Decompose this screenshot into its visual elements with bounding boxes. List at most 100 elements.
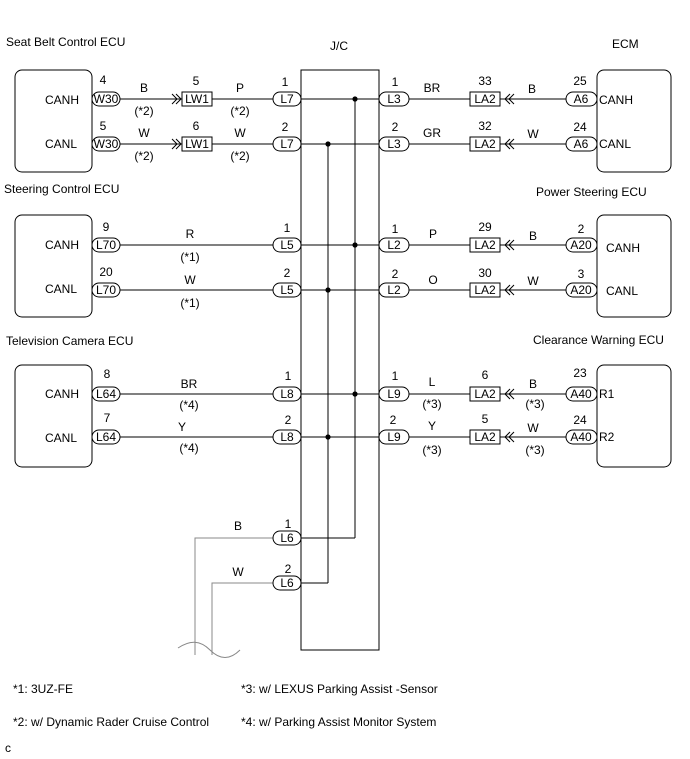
steering-canl-wire-note: (*1) [180, 296, 199, 310]
steering-canh-pin: CANH [45, 238, 79, 252]
a20-connector-l [565, 282, 598, 298]
l9-h-pin-number: 1 [392, 369, 399, 383]
steering-canh-wire-color: R [186, 227, 195, 241]
seat-belt-canh-wire-note: (*2) [134, 104, 153, 118]
la2-connector-h1 [469, 91, 501, 107]
tv-camera-canh-wire-color: BR [181, 377, 198, 391]
l7-l-pin-number: 2 [282, 120, 289, 134]
l5-l-pin-number: 2 [284, 266, 291, 280]
l6-l-wire-color: W [232, 565, 244, 579]
lw1-connector-h [181, 91, 213, 107]
l7-h-pin-number: 1 [282, 75, 289, 89]
l6-h-wire-color: B [234, 519, 242, 533]
l9-l-pin-number: 2 [390, 413, 397, 427]
power-steering-ecu-box [596, 214, 672, 318]
seat-belt-canl-connector-id: W30 [94, 137, 119, 151]
l7-connector-h-id: L7 [280, 92, 294, 106]
l2-l-wire-color: O [428, 273, 437, 287]
la2-connector-h2-id: LA2 [474, 238, 496, 252]
l9-connector-l [378, 429, 410, 445]
seat-belt-ecu-title: Seat Belt Control ECU [6, 35, 125, 49]
steering-canl-connector-id: L70 [96, 283, 116, 297]
steering-control-ecu-box [14, 214, 93, 318]
a20-connector-l-id: A20 [570, 283, 592, 297]
lw1-connector-h-id: LW1 [185, 92, 209, 106]
lw1-connector-l [181, 136, 213, 152]
l5-h-pin-number: 1 [284, 221, 291, 235]
lw1-h-wire-note: (*2) [230, 104, 249, 118]
l6-connector-h [272, 530, 302, 546]
tv-camera-canl-connector-id: L64 [96, 430, 116, 444]
tv-camera-ecu-title: Television Camera ECU [6, 334, 133, 348]
l8-l-pin-number: 2 [285, 413, 292, 427]
row-wires [92, 98, 597, 438]
steering-canh-connector-id: L70 [96, 238, 116, 252]
la2-connector-h3 [469, 386, 501, 402]
junction-connector-title: J/C [330, 39, 348, 53]
power-steering-canl-pin: CANL [606, 284, 638, 298]
footnote-4: *4: w/ Parking Assist Monitor System [241, 715, 436, 729]
splice-dots [325, 96, 358, 440]
inline-connector-arrow-icon [171, 138, 182, 150]
ecm-title: ECM [612, 37, 639, 51]
power-steering-ecu-title: Power Steering ECU [536, 185, 647, 199]
a6-connector-h-id: A6 [574, 92, 589, 106]
la2-connector-h1-id: LA2 [474, 92, 496, 106]
inline-connector-arrow-icon [504, 388, 515, 400]
l8-connector-l-id: L8 [280, 430, 294, 444]
steering-canl-wire-color: W [184, 273, 196, 287]
a6-l-pin-number: 24 [573, 120, 587, 134]
seat-belt-canh-ecu-pin-number: 4 [100, 73, 107, 87]
junction-connector-box [300, 69, 380, 651]
la2-connector-l3-id: LA2 [474, 430, 496, 444]
la2-connector-h2 [469, 237, 501, 253]
ecm-box [596, 69, 672, 173]
l3-connector-l [378, 136, 410, 152]
a6-h-pin-number: 25 [573, 74, 587, 88]
l6-connector-l-id: L6 [280, 576, 294, 590]
l5-connector-h-id: L5 [280, 238, 294, 252]
steering-control-ecu-title: Steering Control ECU [4, 182, 119, 196]
footnote-1: *1: 3UZ-FE [13, 682, 73, 696]
l3-connector-h [378, 91, 410, 107]
l6-h-pin-number: 1 [285, 517, 292, 531]
tv-camera-canh-connector-id: L64 [96, 387, 116, 401]
a20-connector-h [565, 237, 598, 253]
la2-l2-pin-number: 30 [478, 266, 492, 280]
l2-connector-h [378, 237, 410, 253]
a20-connector-h-id: A20 [570, 238, 592, 252]
l2-h-pin-number: 1 [392, 222, 399, 236]
a6-l-wire-color: W [527, 127, 539, 141]
a40-l-wire-note: (*3) [525, 443, 544, 457]
seat-belt-canh-wire-color: B [140, 81, 148, 95]
l3-h-wire-color: BR [424, 81, 441, 95]
la2-connector-l2-id: LA2 [474, 283, 496, 297]
seat-belt-canl-wire-note: (*2) [134, 149, 153, 163]
a20-l-pin-number: 3 [578, 267, 585, 281]
tv-camera-canl-pin: CANL [45, 431, 77, 445]
ecm-canl-pin: CANL [599, 137, 631, 151]
a40-h-wire-note: (*3) [525, 397, 544, 411]
tv-camera-canh-ecu-pin-number: 8 [104, 367, 111, 381]
a40-connector-h [565, 386, 598, 402]
inline-connector-arrow-icon [504, 431, 515, 443]
a40-h-wire-color: B [529, 377, 537, 391]
l8-h-pin-number: 1 [285, 369, 292, 383]
la2-h2-pin-number: 29 [478, 220, 492, 234]
seat-belt-canl-wire-color: W [138, 126, 150, 140]
steering-canh-wire-note: (*1) [180, 250, 199, 264]
ecm-canh-pin: CANH [599, 93, 633, 107]
a6-connector-l [565, 136, 598, 152]
tv-camera-ecu-box [14, 364, 93, 468]
l5-connector-l-id: L5 [280, 283, 294, 297]
clearance-warning-ecu-title: Clearance Warning ECU [533, 333, 664, 347]
l6-connector-h-id: L6 [280, 531, 294, 545]
la2-connector-l2 [469, 282, 501, 298]
tv-camera-canl-connector [91, 429, 121, 445]
l3-connector-l-id: L3 [387, 137, 401, 151]
a20-h-wire-color: B [529, 229, 537, 243]
lw1-l-wire-note: (*2) [230, 149, 249, 163]
lw1-h-pin-number: 5 [193, 74, 200, 88]
tv-camera-canl-wire-color: Y [178, 420, 186, 434]
